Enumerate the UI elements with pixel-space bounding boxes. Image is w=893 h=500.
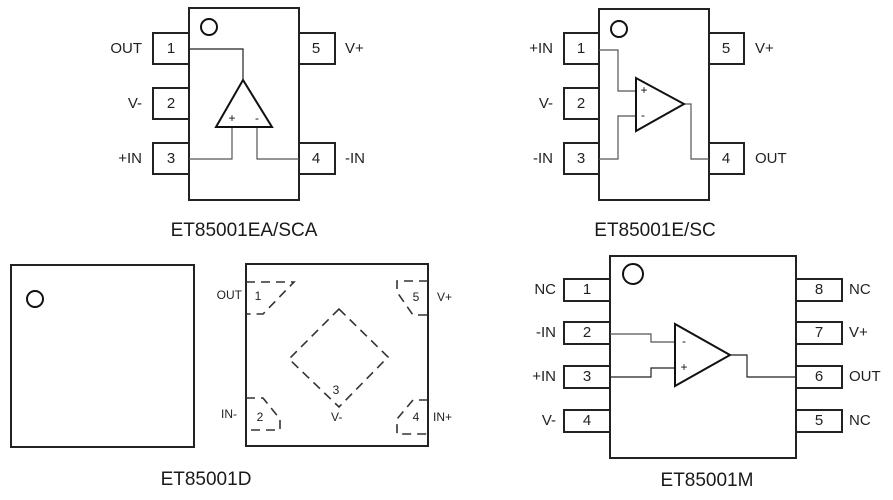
- pad-1: [246, 281, 296, 315]
- pin1-marker-icon: [200, 18, 218, 36]
- package-e-sc: + - 1 2 3 4 5 +IN V- -IN OUT V+ ET85001E…: [529, 8, 787, 241]
- wire-minus-input: [256, 127, 299, 160]
- pin-number: 4: [722, 150, 730, 167]
- pin-number: 7: [815, 324, 823, 341]
- pin-number: 1: [255, 289, 262, 303]
- pin-4: [708, 142, 745, 175]
- package-bottom-view: [245, 263, 429, 447]
- op-amp-icon: [674, 322, 733, 388]
- pin-number: 5: [413, 290, 420, 304]
- pin-number: 2: [577, 95, 585, 112]
- pin-label: IN+: [433, 410, 452, 424]
- pin-1: [152, 32, 190, 65]
- pin-label: NC: [849, 281, 871, 298]
- pin-label: NC: [534, 281, 556, 298]
- pin-label: +IN: [529, 40, 553, 57]
- pin-label: V-: [542, 412, 556, 429]
- pin-number: 5: [815, 412, 823, 429]
- package-title: ET85001EA/SCA: [171, 220, 318, 241]
- pin-label: -IN: [345, 150, 365, 167]
- pin-number: 4: [583, 412, 591, 429]
- pad-3: [287, 307, 390, 409]
- pin-label: IN-: [221, 407, 237, 421]
- pin-number: 8: [815, 281, 823, 298]
- pad-5: [396, 280, 428, 316]
- pin-5: [298, 32, 336, 65]
- pin-number: 2: [583, 324, 591, 341]
- package-m: - + 1 2 3 4 5 6 7 8 NC -IN +IN V- NC OUT…: [532, 255, 881, 491]
- wire-plus-input: [189, 127, 233, 160]
- pin-number: 1: [167, 40, 175, 57]
- pin-number: 6: [815, 368, 823, 385]
- plus-sign: +: [680, 360, 687, 374]
- minus-sign: -: [255, 111, 259, 125]
- package-title: ET85001M: [661, 470, 754, 491]
- pin-label: V-: [539, 95, 553, 112]
- pin-label: V+: [345, 40, 364, 57]
- package-title: ET85001E/SC: [594, 220, 715, 241]
- wire-plus-input: [599, 49, 636, 92]
- pin-2: [152, 87, 190, 120]
- wire-plus-input: [610, 367, 675, 378]
- pin1-marker-icon: [622, 263, 644, 285]
- pin-number: 3: [333, 383, 340, 397]
- minus-sign: -: [641, 108, 645, 122]
- wire-minus-input: [610, 333, 675, 343]
- pin-number: 2: [257, 410, 264, 424]
- wire-output: [730, 354, 796, 378]
- pin-number: 5: [312, 40, 320, 57]
- pin-number: 4: [413, 410, 420, 424]
- plus-sign: +: [228, 111, 235, 125]
- pin-number: 5: [722, 40, 730, 57]
- pin-label: V+: [849, 324, 868, 341]
- wire-minus-input: [599, 115, 636, 160]
- pin-number: 3: [167, 150, 175, 167]
- pin-label: V+: [755, 40, 774, 57]
- pin-label: OUT: [217, 288, 243, 302]
- pin-3: [152, 142, 190, 175]
- pin-1: [563, 32, 600, 65]
- pin-label: V+: [437, 290, 452, 304]
- pin-4: [298, 142, 336, 175]
- pin-number: 3: [577, 150, 585, 167]
- pin-number: 3: [583, 368, 591, 385]
- pin-label: V-: [331, 410, 342, 424]
- pad-4: [396, 399, 428, 435]
- pin1-marker-icon: [26, 290, 44, 308]
- pin-number: 2: [167, 95, 175, 112]
- wire-output: [189, 48, 244, 80]
- package-d: 1 2 3 4 5 OUT IN- V- IN+ V+ ET85001D: [10, 263, 452, 490]
- minus-sign: -: [682, 334, 686, 348]
- pin1-marker-icon: [610, 20, 628, 38]
- pin-label: NC: [849, 412, 871, 429]
- pin-label: OUT: [755, 150, 787, 167]
- pin-number: 4: [312, 150, 320, 167]
- pin-2: [563, 87, 600, 120]
- pin-label: V-: [128, 95, 142, 112]
- pad-2: [246, 397, 281, 431]
- package-ea-sca: + - 1 2 3 4 5 OUT V- +IN -IN V+ ET85001E…: [110, 7, 365, 241]
- op-amp-icon: [214, 78, 274, 128]
- pin-number: 1: [583, 281, 591, 298]
- pin-label: -IN: [533, 150, 553, 167]
- pin-label: OUT: [849, 368, 881, 385]
- op-amp-icon: [635, 76, 687, 133]
- wire-output: [684, 103, 709, 160]
- pin-label: -IN: [536, 324, 556, 341]
- pin-label: OUT: [110, 40, 142, 57]
- pin-number: 1: [577, 40, 585, 57]
- plus-sign: +: [640, 83, 647, 97]
- pin-label: +IN: [118, 150, 142, 167]
- pin-5: [708, 32, 745, 65]
- pin-label: +IN: [532, 368, 556, 385]
- package-title: ET85001D: [161, 469, 252, 490]
